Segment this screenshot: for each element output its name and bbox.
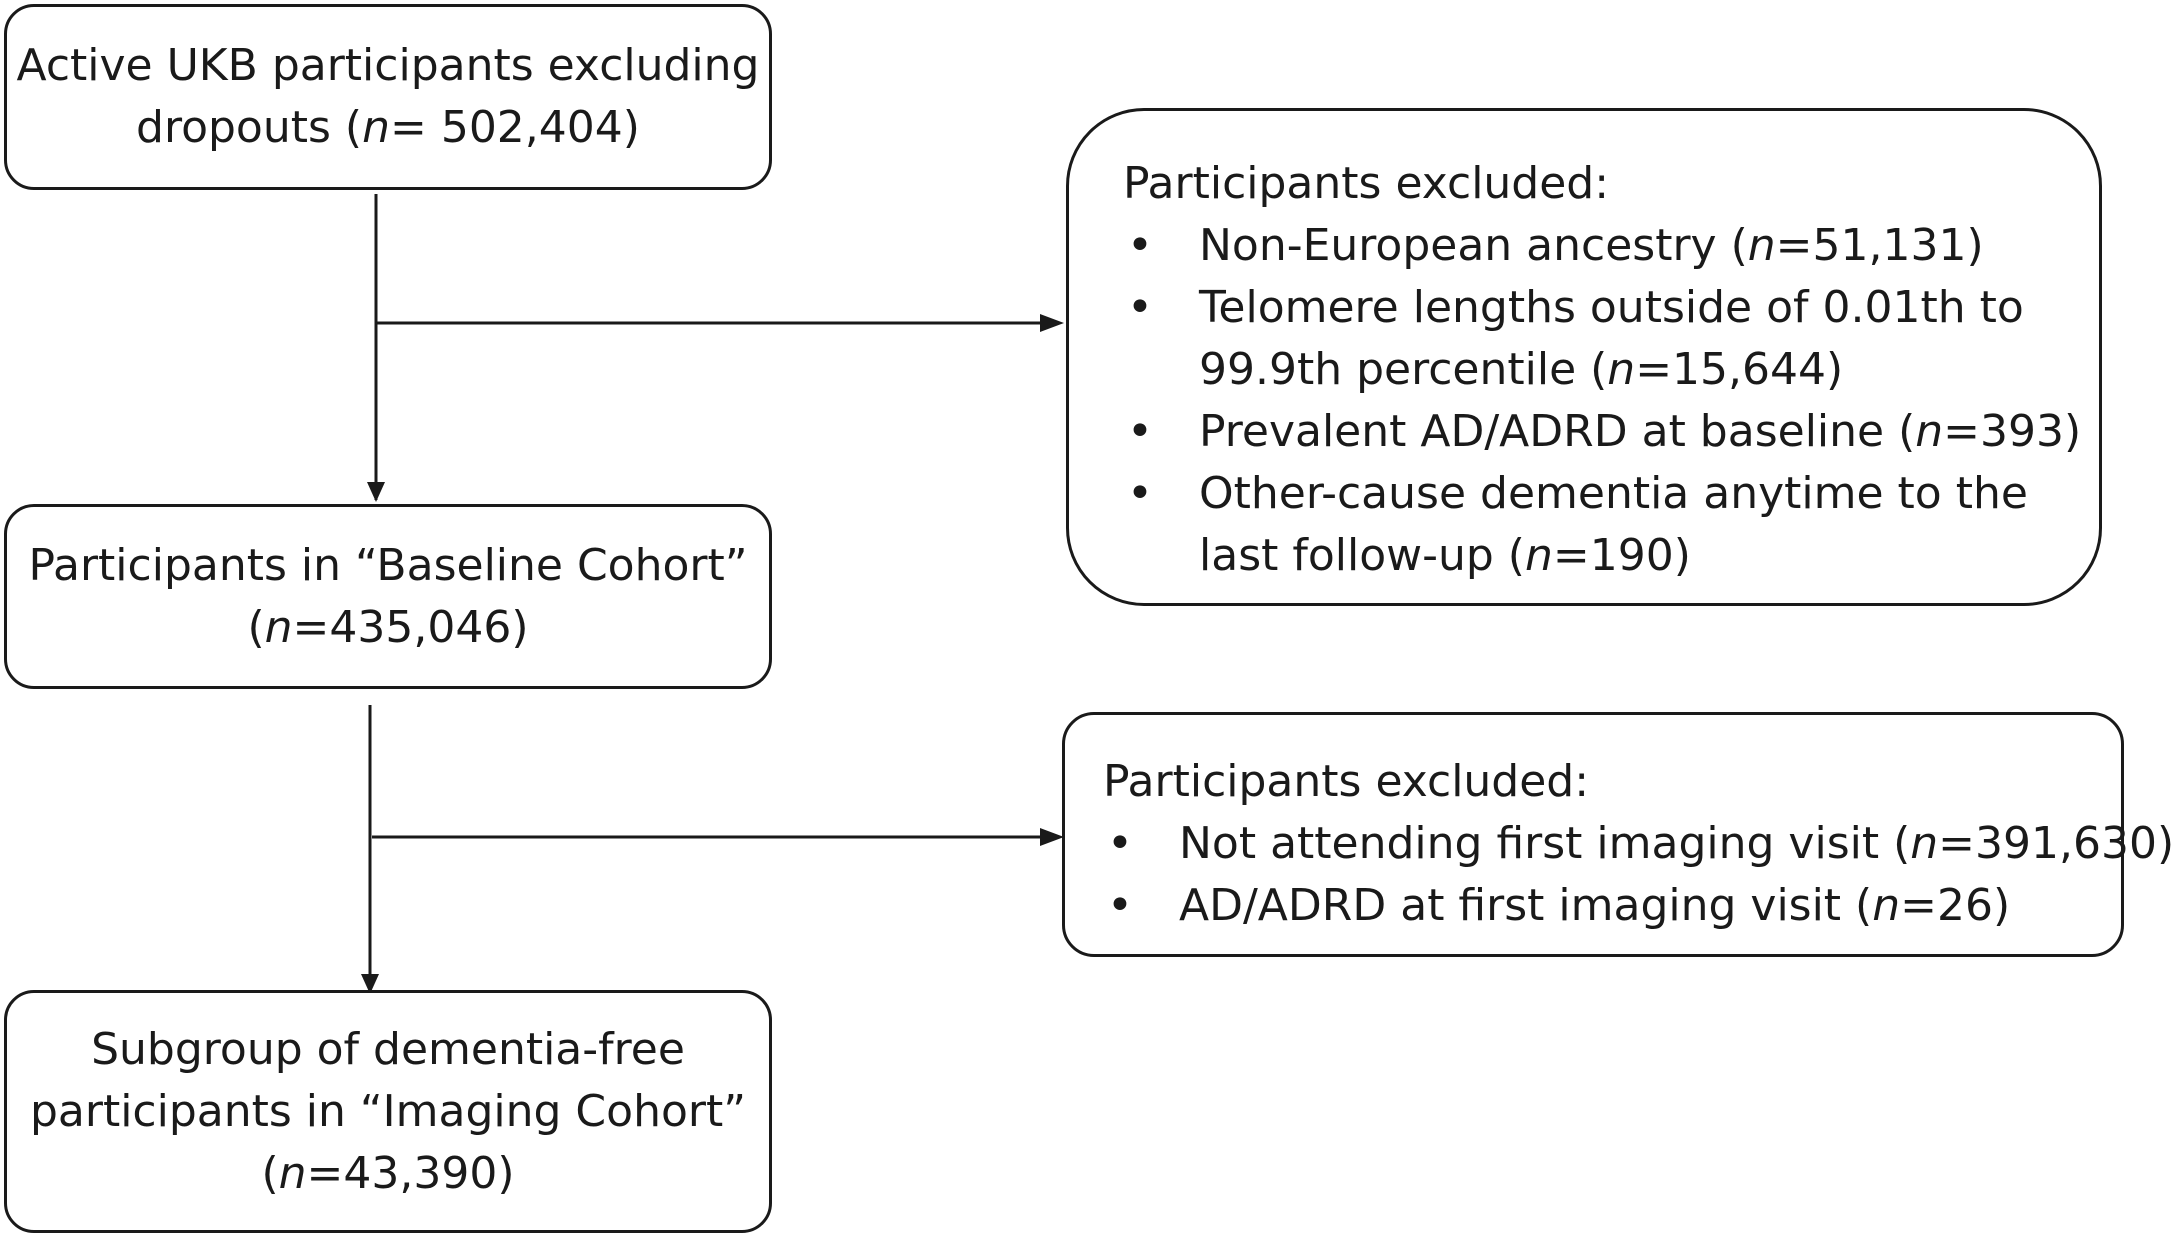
exclusion-2-item-2-line-1: AD/ADRD at first imaging visit (n=26) [1179,875,2121,937]
bullet-icon: • [1107,880,1133,931]
exclusion-2-item: • AD/ADRD at first imaging visit (n=26) [1103,875,2121,937]
imaging-box-n-open: ( [261,1147,279,1199]
arrowhead-exclusion-1 [1040,314,1064,332]
exclusion-1-item-4-n-value: =190) [1552,530,1691,581]
exclusion-1-item-1-n-label: n [1747,220,1776,271]
exclusion-1-item-4-n-label: n [1524,530,1553,581]
start-box-line-2: dropouts (n= 502,404) [136,97,640,159]
exclusion-1-item-1-n-value: =51,131) [1775,220,1984,271]
exclusion-1-item-2-line-2: 99.9th percentile (n=15,644) [1199,339,2099,401]
bullet-icon: • [1127,406,1153,457]
arrowhead-imaging [361,974,379,994]
baseline-cohort-box: Participants in “Baseline Cohort” (n=435… [4,504,772,689]
baseline-box-line-1: Participants in “Baseline Cohort” [28,539,748,591]
exclusion-2-item-1-text: Not attending first imaging visit ( [1179,818,1911,869]
exclusion-2-list: • Not attending first imaging visit (n=3… [1103,813,2174,937]
imaging-box-n-value: =43,390) [306,1147,515,1199]
start-box-line-1: Active UKB participants excluding [16,40,760,91]
exclusion-1-item-4-line-2: last follow-up (n=190) [1199,525,2099,587]
start-box-line-2-text: dropouts ( [136,102,363,153]
imaging-box-n-label: n [278,1147,307,1199]
flow-connectors [361,194,1064,994]
exclusion-1-item-4-text: last follow-up ( [1199,530,1525,581]
arrowhead-exclusion-2 [1040,828,1064,846]
imaging-box-line-1: Subgroup of dementia-free [91,1023,685,1075]
exclusion-2-item-2-n-label: n [1872,880,1901,931]
exclusion-1-item: • Non-European ancestry (n=51,131) [1123,215,2099,277]
exclusion-1-item: • Prevalent AD/ADRD at baseline (n=393) [1123,401,2099,463]
exclusion-2-item-2-n-value: =26) [1900,880,2011,931]
exclusion-1-item-4-line-1: Other-cause dementia anytime to the [1199,468,2028,519]
baseline-box-n-open: ( [247,601,265,653]
start-box: Active UKB participants excluding dropou… [4,4,772,190]
exclusion-1-item-2-n-value: =15,644) [1635,344,1844,395]
exclusion-1-item-2-n-label: n [1607,344,1636,395]
imaging-box-line-2: participants in “Imaging Cohort” [29,1085,747,1137]
exclusion-1-heading: Participants excluded: [1123,158,1610,209]
exclusion-1-item-3-text: Prevalent AD/ADRD at baseline ( [1199,406,1916,457]
exclusion-2-item: • Not attending first imaging visit (n=3… [1103,813,2174,875]
exclusion-1-item-2-text: 99.9th percentile ( [1199,344,1608,395]
imaging-box-line-3: (n=43,390) [261,1143,514,1205]
exclusion-1-item-3-n-value: =393) [1943,406,2082,457]
exclusion-1-list: • Non-European ancestry (n=51,131) • Tel… [1123,215,2099,587]
exclusion-2-heading: Participants excluded: [1103,756,1590,807]
exclusion-box-1: Participants excluded: • Non-European an… [1066,108,2102,606]
exclusion-1-item-3-line-1: Prevalent AD/ADRD at baseline (n=393) [1199,401,2099,463]
bullet-icon: • [1127,220,1153,271]
exclusion-2-item-1-n-label: n [1910,818,1939,869]
exclusion-1-item: • Telomere lengths outside of 0.01th to … [1123,277,2099,401]
bullet-icon: • [1127,282,1153,333]
imaging-cohort-box: Subgroup of dementia-free participants i… [4,990,772,1233]
bullet-icon: • [1107,818,1133,869]
exclusion-1-item-1-text: Non-European ancestry ( [1199,220,1748,271]
exclusion-2-item-2-text: AD/ADRD at first imaging visit ( [1179,880,1873,931]
start-box-n-label: n [362,102,390,153]
exclusion-1-item-1-line-1: Non-European ancestry (n=51,131) [1199,215,2099,277]
exclusion-1-item-2-line-1: Telomere lengths outside of 0.01th to [1199,282,2024,333]
baseline-box-n-label: n [264,601,293,653]
exclusion-1-item-3-n-label: n [1915,406,1944,457]
exclusion-1-item: • Other-cause dementia anytime to the la… [1123,463,2099,587]
exclusion-2-item-1-line-1: Not attending first imaging visit (n=391… [1179,813,2174,875]
start-box-n-value: = 502,404) [389,102,640,153]
exclusion-2-item-1-n-value: =391,630) [1938,818,2174,869]
baseline-box-line-2: (n=435,046) [247,597,528,659]
arrowhead-baseline [367,482,385,502]
baseline-box-n-value: =435,046) [292,601,529,653]
exclusion-box-2: Participants excluded: • Not attending f… [1062,712,2174,957]
bullet-icon: • [1127,468,1153,519]
